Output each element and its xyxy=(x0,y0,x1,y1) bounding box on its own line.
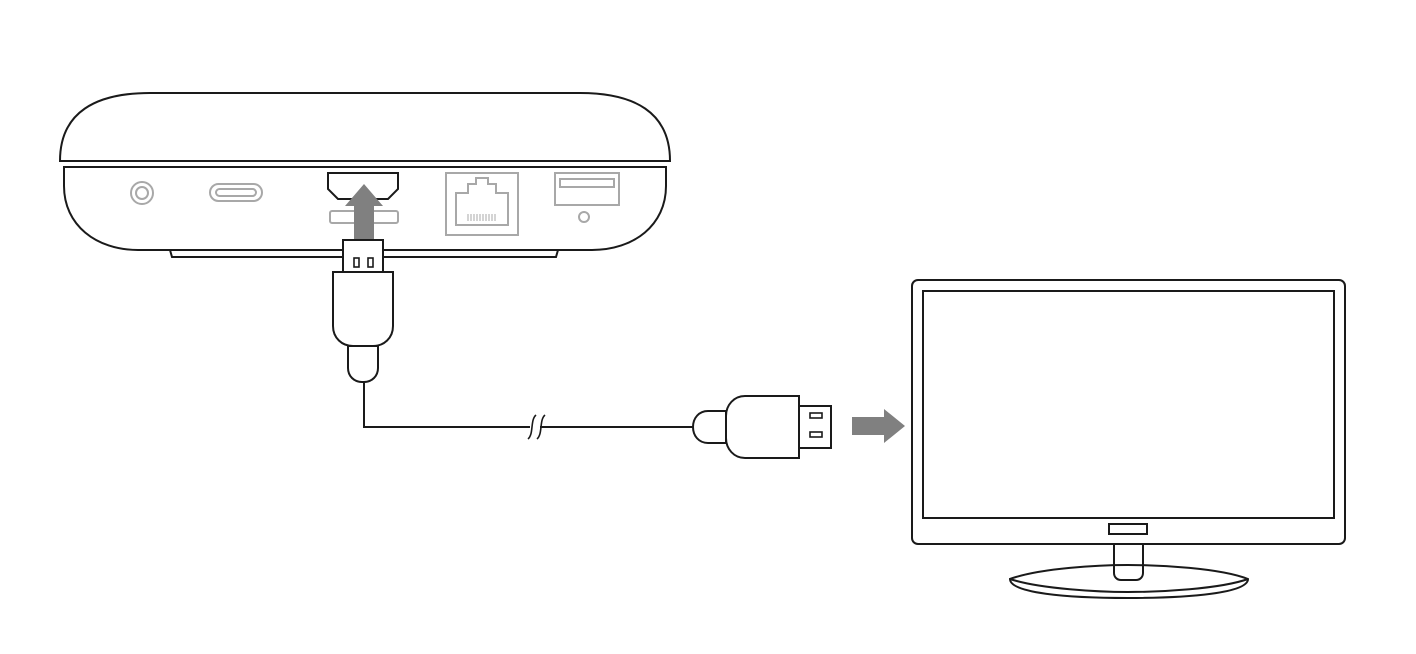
hdmi-cable xyxy=(363,382,693,428)
hdmi-plug-metal-tip xyxy=(342,239,384,273)
usb-c-port-icon xyxy=(209,183,263,202)
to-monitor-arrow xyxy=(852,409,905,443)
monitor-logo-plate xyxy=(1108,523,1148,535)
hdmi-plug-box-end xyxy=(332,239,394,383)
hdmi-plug-housing xyxy=(332,271,394,347)
insert-into-port-arrow xyxy=(345,184,383,240)
usb-a-port-icon xyxy=(554,172,620,223)
hdmi-plug-strain-relief xyxy=(347,345,379,383)
media-box-lid xyxy=(58,92,672,162)
monitor-stand-base xyxy=(1008,563,1250,600)
hdmi-plug-strain-relief xyxy=(691,410,727,444)
monitor-screen xyxy=(922,290,1335,519)
ethernet-port-icon xyxy=(445,172,519,236)
audio-jack-port-icon xyxy=(130,181,154,205)
monitor xyxy=(911,279,1346,600)
media-box xyxy=(58,92,672,258)
cable-break-icon xyxy=(527,414,546,440)
hdmi-plug-monitor-end xyxy=(691,395,832,459)
monitor-frame xyxy=(911,279,1346,545)
hdmi-plug-housing xyxy=(725,395,800,459)
